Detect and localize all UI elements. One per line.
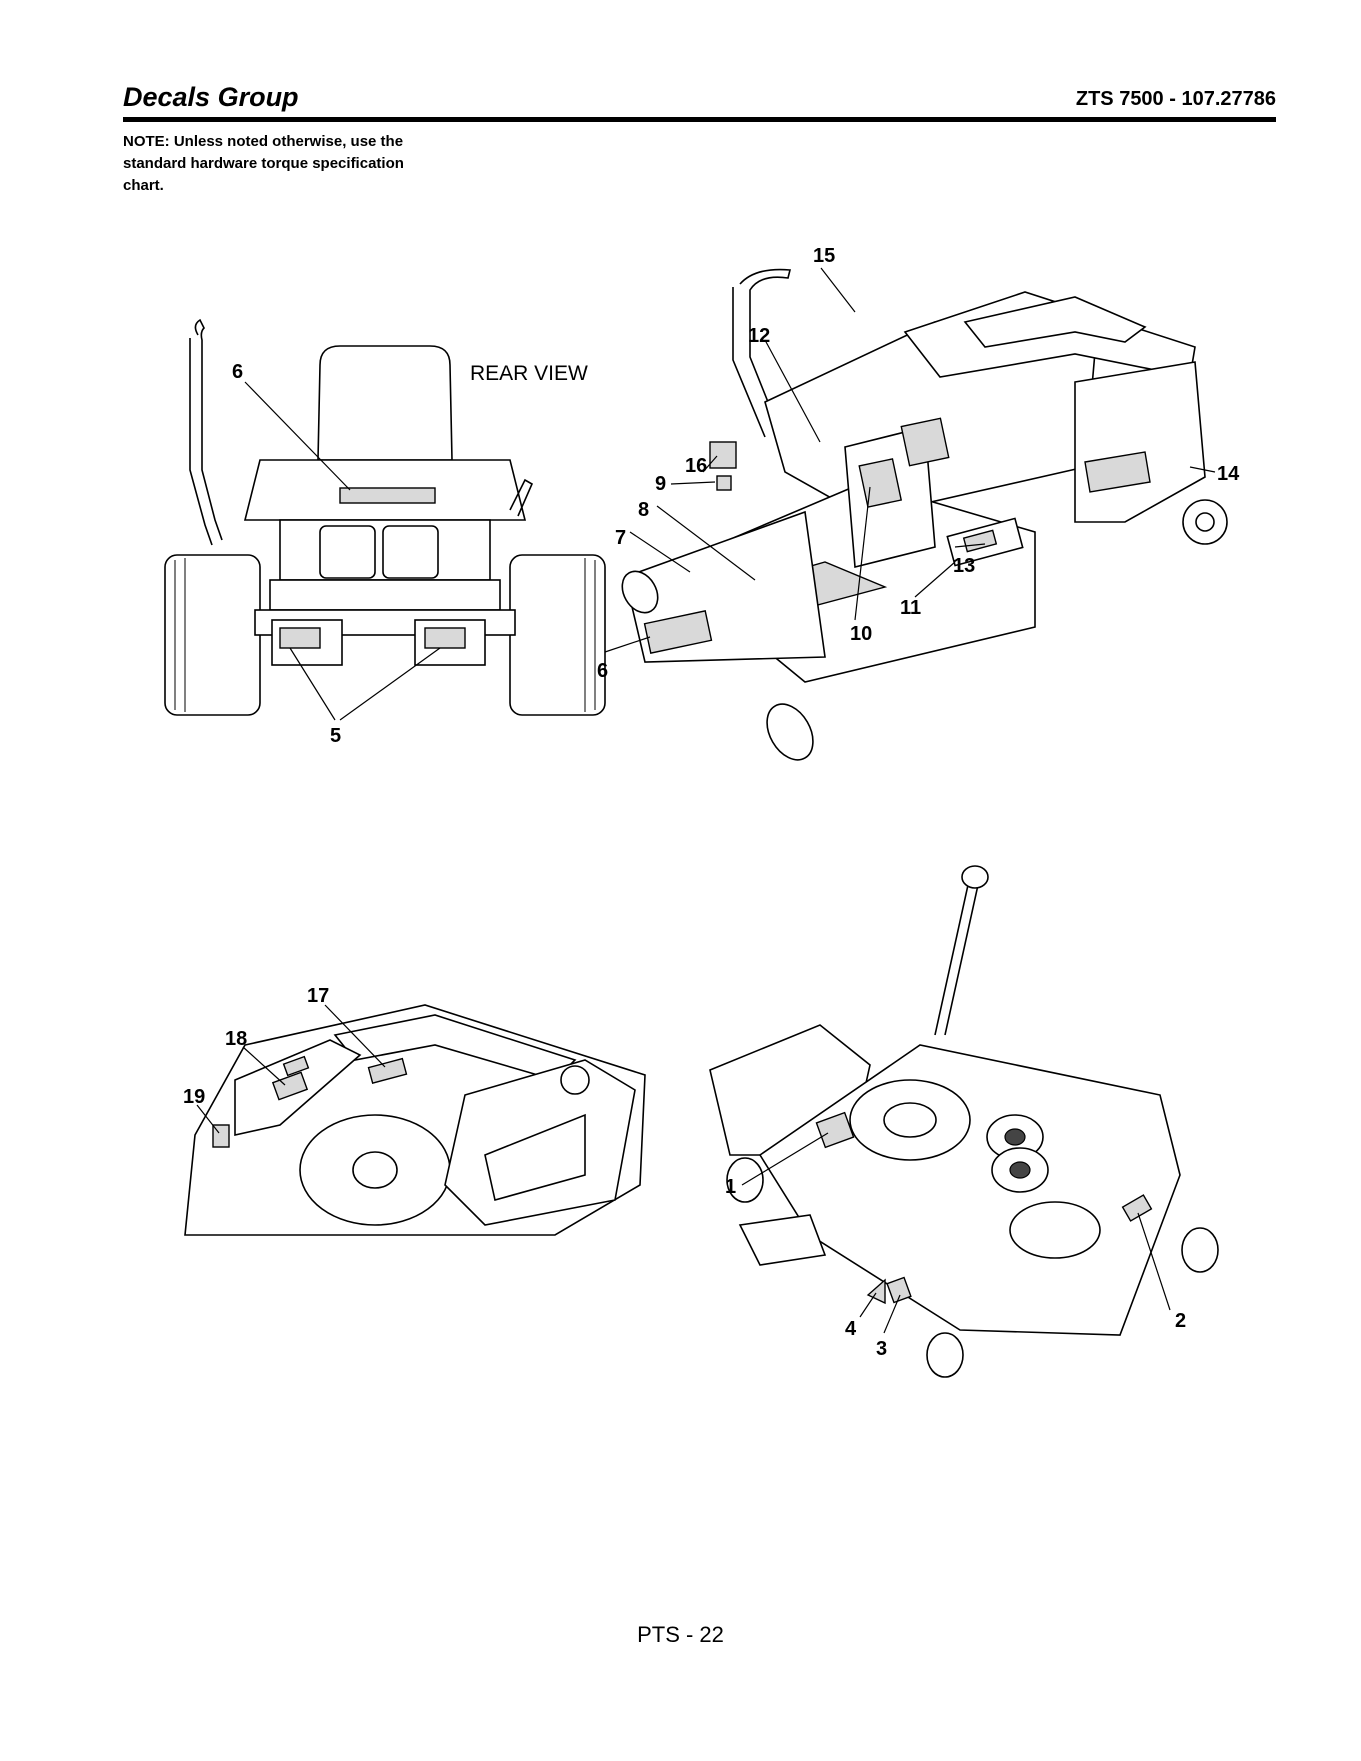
callout-6-front: 6 [597,660,608,682]
decal-6-rear [340,488,435,503]
header-rule [123,117,1276,122]
decal-5-right [425,628,465,648]
front-perspective-figure: 15 12 16 9 8 7 14 13 11 10 6 [605,262,1255,782]
rear-view-figure: 6 5 REAR VIEW [160,320,600,760]
callout-1: 1 [725,1176,736,1198]
callout-16: 16 [685,455,707,477]
decal-16 [710,442,736,468]
rear-view-label: REAR VIEW [470,362,588,385]
callout-7: 7 [615,527,626,549]
callout-19: 19 [183,1086,205,1108]
decal-9 [717,476,731,490]
callout-5: 5 [330,725,341,747]
callout-2: 2 [1175,1310,1186,1332]
callout-9: 9 [655,473,666,495]
section-title: Decals Group [123,82,299,113]
callout-8: 8 [638,499,649,521]
callout-6: 6 [232,361,243,383]
callout-18: 18 [225,1028,247,1050]
callout-15: 15 [813,245,835,267]
page-number: PTS - 22 [0,1622,1361,1648]
model-number: ZTS 7500 - 107.27786 [1076,88,1276,111]
callout-4: 4 [845,1318,857,1340]
callout-13: 13 [953,555,975,577]
callout-14: 14 [1217,463,1240,485]
decal-5-left [280,628,320,648]
mower-deck-figure: 1 2 3 4 [700,855,1240,1410]
callout-17: 17 [307,985,329,1007]
decal-12 [901,418,948,465]
torque-note: NOTE: Unless noted otherwise, use the st… [123,131,443,197]
decal-4 [868,1280,885,1303]
hood-perspective-figure: 17 18 19 [185,985,655,1285]
callout-12: 12 [748,325,770,347]
callout-10: 10 [850,623,872,645]
callout-11: 11 [900,597,921,619]
callout-3: 3 [876,1338,887,1360]
